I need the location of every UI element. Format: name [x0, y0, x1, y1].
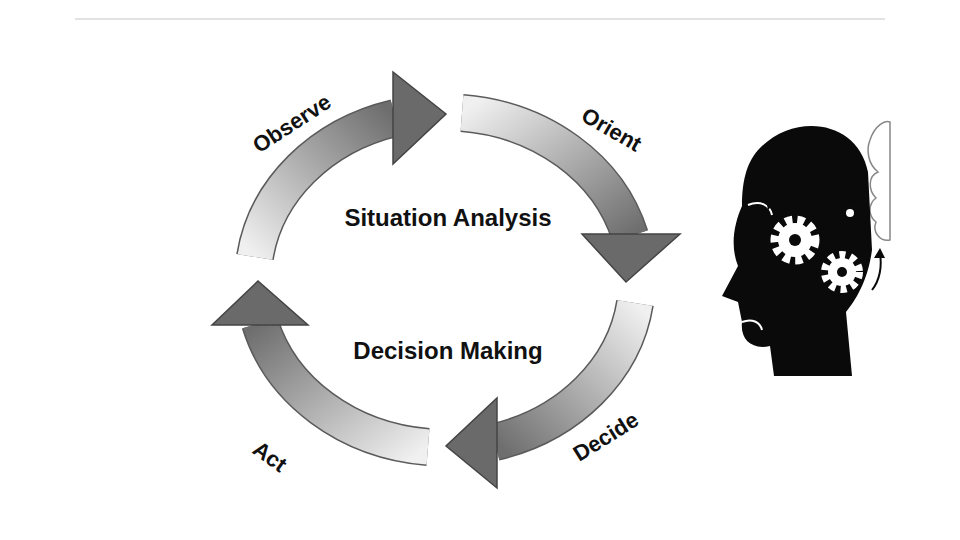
stage-label: Situation Analysis	[344, 204, 551, 232]
top-rule	[75, 18, 885, 20]
decide-arrow	[446, 303, 635, 488]
phase-label: Act	[248, 436, 292, 478]
orient-arrow	[462, 113, 680, 282]
stage-label: Decision Making	[353, 337, 542, 365]
thinking-head-icon	[722, 122, 890, 376]
